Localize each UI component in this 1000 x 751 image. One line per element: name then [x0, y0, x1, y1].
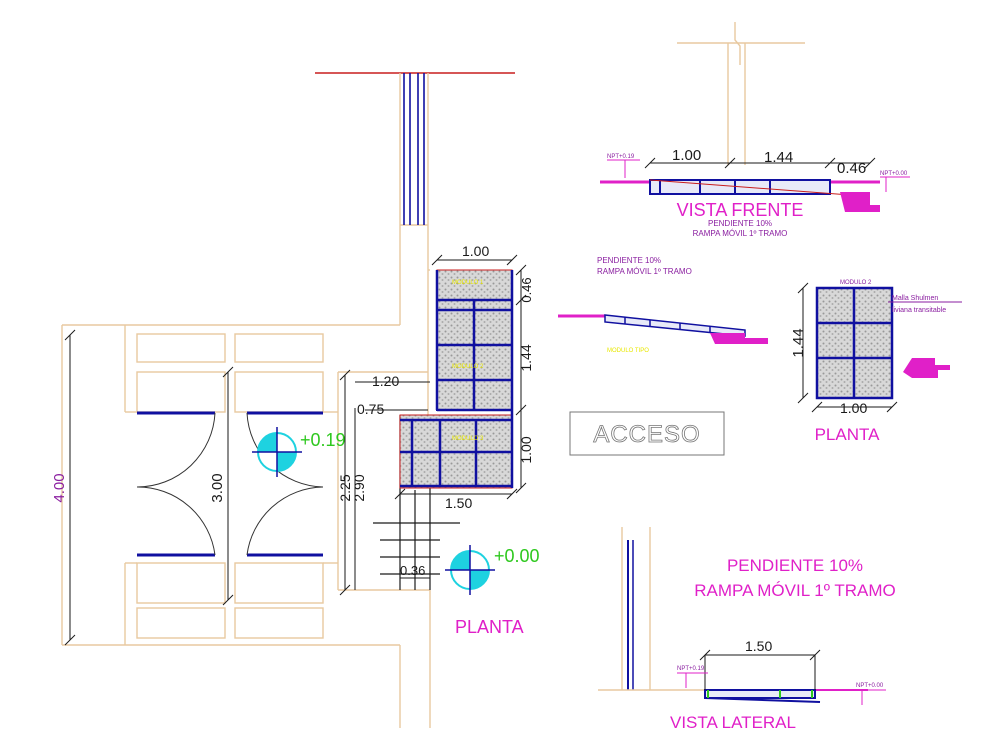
dim-ramp-mid-module: 1.44: [518, 344, 534, 371]
front-npt-right: NPT+0.00: [880, 171, 908, 177]
dim-ramp-low-module: 1.00: [518, 436, 534, 463]
module-label: MODULO 2: [840, 280, 872, 286]
front-dim-b: 1.44: [764, 149, 793, 166]
dim-stair-036: 0.36: [400, 563, 425, 578]
dim-ramp-top-module: 0.46: [519, 277, 534, 302]
lateral-npt-left: NPT+0.19: [677, 666, 705, 672]
stair-dimension-lines: [339, 369, 430, 596]
lateral-view: PENDIENTE 10% RAMPA MÓVIL 1º TRAMO 1.50: [598, 527, 896, 732]
level-marker-upper: [252, 427, 302, 477]
ramp-label-top: MODULO 1: [452, 280, 484, 286]
module-note2: liviana transitable: [892, 307, 946, 314]
ramp-dimension-lines: [394, 254, 527, 500]
dim-stair-120: 1.20: [372, 373, 399, 389]
access-label: ACCESO: [593, 421, 700, 448]
small-side-view: PENDIENTE 10% RAMPA MÓVIL 1º TRAMO MODUL…: [558, 256, 768, 354]
front-dim-c: 0.46: [837, 160, 866, 177]
small-sub1: PENDIENTE 10%: [597, 256, 661, 265]
front-dim-a: 1.00: [672, 147, 701, 164]
ramp-plan: MODULO 1 MODULO 2 MODULO 3: [399, 269, 514, 489]
window: [403, 73, 425, 225]
dim-overall-height: 4.00: [51, 473, 68, 502]
dim-stair-225: 2.25: [337, 474, 353, 501]
front-view: 1.00 1.44 0.46 NPT+0.19 NPT+0.00 VISTA F…: [600, 22, 910, 238]
front-sub2: RAMPA MÓVIL 1º TRAMO: [693, 229, 788, 238]
dim-stair-075: 0.75: [357, 401, 384, 417]
access-box: [569, 411, 725, 456]
module-title: PLANTA: [815, 425, 881, 444]
ramp-label-mid: MODULO 2: [452, 364, 484, 370]
module-plan: MODULO 2 1.44 1.00 Malla Shulmen liviana…: [790, 280, 962, 444]
level-marker-lower: [445, 545, 495, 595]
dim-door-height: 3.00: [209, 473, 226, 502]
dim-ramp-low-width: 1.50: [445, 495, 472, 511]
module-note1: Malla Shulmen: [892, 295, 938, 302]
dim-ramp-top-width: 1.00: [462, 243, 489, 259]
plan-title: PLANTA: [455, 617, 524, 637]
dim-stair-290: 2.90: [351, 474, 367, 501]
front-sub1: PENDIENTE 10%: [708, 219, 772, 228]
lateral-npt-right: NPT+0.00: [856, 683, 884, 689]
lateral-heading2: RAMPA MÓVIL 1º TRAMO: [694, 581, 895, 600]
plan-walls: [61, 72, 515, 728]
module-dim-w: 1.00: [840, 400, 867, 416]
lateral-title: VISTA LATERAL: [670, 713, 796, 732]
door-group: [136, 411, 324, 557]
level-upper-label: +0.19: [300, 430, 346, 450]
front-npt-left: NPT+0.19: [607, 154, 635, 160]
front-title: VISTA FRENTE: [677, 200, 804, 220]
lateral-dim: 1.50: [745, 638, 772, 654]
ramp-label-low: MODULO 3: [452, 436, 484, 442]
door-dimensions: [64, 329, 234, 646]
small-sub2: RAMPA MÓVIL 1º TRAMO: [597, 267, 692, 276]
lateral-heading1: PENDIENTE 10%: [727, 556, 863, 575]
level-lower-label: +0.00: [494, 546, 540, 566]
small-tag: MODULO TIPO: [607, 348, 649, 354]
module-dim-h: 1.44: [790, 328, 807, 357]
